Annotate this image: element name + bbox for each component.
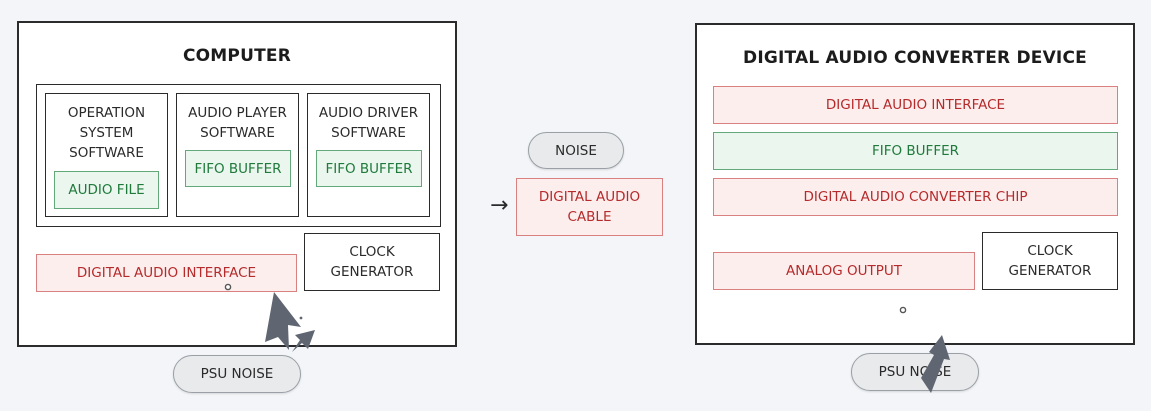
software-group: OPERATION SYSTEM SOFTWARE AUDIO FILE AUD… — [36, 84, 441, 227]
digital-audio-cable-box: DIGITAL AUDIO CABLE — [516, 178, 663, 236]
audio-player-box: AUDIO PLAYER SOFTWARE FIFO BUFFER — [176, 93, 299, 217]
converter-fifo-buffer: FIFO BUFFER — [713, 132, 1118, 170]
converter-title: DIGITAL AUDIO CONVERTER DEVICE — [743, 48, 1087, 68]
cable-arrow-icon: → — [490, 193, 509, 218]
converter-clock-generator: CLOCK GENERATOR — [982, 232, 1118, 290]
audio-driver-box: AUDIO DRIVER SOFTWARE FIFO BUFFER — [307, 93, 430, 217]
audio-player-label: AUDIO PLAYER SOFTWARE — [188, 105, 287, 141]
computer-digital-audio-interface: DIGITAL AUDIO INTERFACE — [36, 254, 297, 292]
audio-file-box: AUDIO FILE — [54, 171, 159, 209]
converter-digital-audio-interface: DIGITAL AUDIO INTERFACE — [713, 86, 1118, 124]
psu-noise-right-bubble: PSU NOISE — [851, 353, 979, 391]
audio-driver-fifo-box: FIFO BUFFER — [316, 150, 422, 187]
computer-clock-generator: CLOCK GENERATOR — [304, 233, 440, 291]
analog-output-box: ANALOG OUTPUT — [713, 252, 975, 290]
os-software-label: OPERATION SYSTEM SOFTWARE — [67, 105, 146, 161]
noise-bubble: NOISE — [528, 132, 624, 169]
converter-chip-box: DIGITAL AUDIO CONVERTER CHIP — [713, 178, 1118, 216]
converter-panel: DIGITAL AUDIO CONVERTER DEVICE DIGITAL A… — [695, 23, 1135, 345]
audio-driver-label: AUDIO DRIVER SOFTWARE — [318, 105, 419, 141]
computer-panel: COMPUTER OPERATION SYSTEM SOFTWARE AUDIO… — [17, 21, 457, 347]
psu-noise-left-bubble: PSU NOISE — [173, 355, 301, 393]
audio-player-fifo-box: FIFO BUFFER — [185, 150, 291, 187]
os-software-box: OPERATION SYSTEM SOFTWARE AUDIO FILE — [45, 93, 168, 217]
computer-title: COMPUTER — [182, 46, 291, 66]
